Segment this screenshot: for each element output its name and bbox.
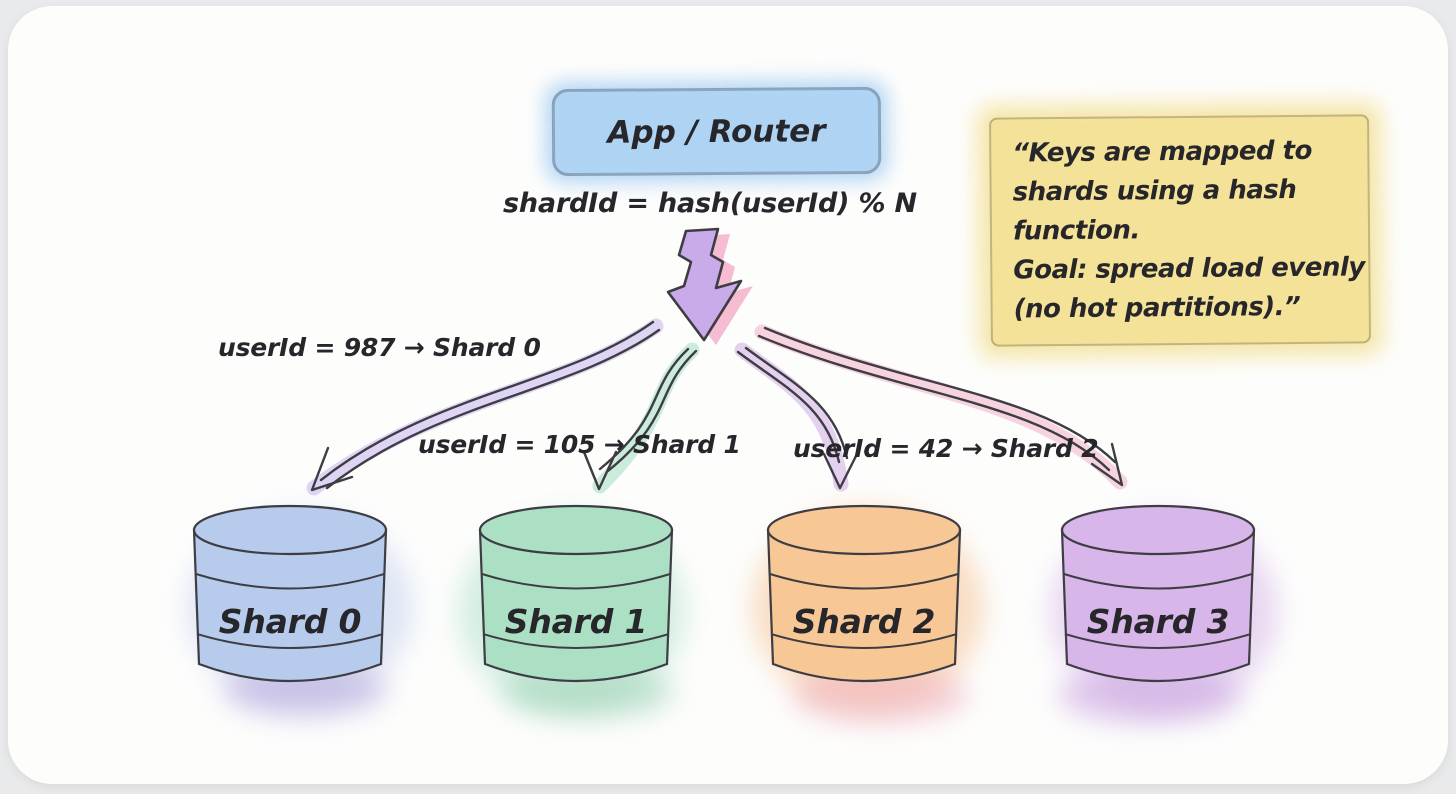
shard-2-shadow-blob <box>792 666 968 724</box>
arrow-to-shard-1-line <box>606 349 698 473</box>
shard-2-top <box>766 504 962 556</box>
shard-1-label: Shard 1 <box>504 602 648 641</box>
shard-0-separator <box>195 573 385 590</box>
arrow-to-shard-3 <box>754 324 1128 490</box>
arrow-to-shard-1 <box>582 342 700 494</box>
mapping-label-shard-1: userId = 105 → Shard 1 <box>418 430 741 459</box>
shard-1-top <box>478 504 674 556</box>
shard-2-separator <box>769 573 959 590</box>
shard-3-top <box>1060 504 1256 556</box>
arrow-to-shard-0-halo <box>306 318 664 496</box>
arrow-to-shard-1-halo <box>592 342 700 494</box>
arrow-to-shard-0-line <box>325 328 661 490</box>
arrow-to-shard-1-line <box>598 347 690 471</box>
arrow-to-shard-0-line <box>319 320 655 482</box>
hash-formula: shardId = hash(userId) % N <box>503 188 917 219</box>
arrow-to-shard-0-head <box>310 446 354 492</box>
arrow-to-shard-2-head <box>822 450 860 490</box>
shard-1-separator <box>482 633 670 649</box>
app-router-box: App / Router <box>551 86 882 177</box>
arrow-to-shard-3-line <box>763 326 1117 464</box>
shard-1-separator <box>481 573 671 590</box>
shard-1-cylinder <box>478 504 674 683</box>
arrow-to-shard-2-line <box>744 346 849 460</box>
arrow-to-shard-3-head <box>1090 442 1124 487</box>
arrow-to-shard-1-head <box>582 450 618 491</box>
shard-3-separator <box>1064 633 1252 649</box>
shard-2-cylinder <box>766 504 962 683</box>
mapping-label-shard-0: userId = 987 → Shard 0 <box>218 333 541 362</box>
arrow-to-shard-2-halo <box>734 342 849 492</box>
shard-0-cylinder <box>192 504 388 683</box>
arrow-to-shard-3-line <box>757 334 1111 472</box>
shard-2-label: Shard 2 <box>792 602 936 641</box>
arrow-to-shard-0 <box>306 318 664 496</box>
shard-0-top <box>192 504 388 556</box>
app-router-label: App / Router <box>607 112 826 151</box>
shard-0-separator <box>196 633 384 649</box>
annotation-note: “Keys are mapped to shards using a hash … <box>989 114 1371 347</box>
mapping-label-shard-2: userId = 42 → Shard 2 <box>793 434 1099 463</box>
arrow-to-shard-2-line <box>736 350 841 464</box>
main-routing-arrow <box>666 227 753 345</box>
main-arrow-body <box>666 227 743 342</box>
arrow-to-shard-2 <box>734 342 860 492</box>
shard-3-label: Shard 3 <box>1086 602 1230 641</box>
shard-3-cylinder <box>1060 504 1256 683</box>
shard-2-separator <box>770 633 958 649</box>
shard-0-label: Shard 0 <box>218 602 362 641</box>
shard-3-separator <box>1063 573 1253 590</box>
shard-3-shadow-blob <box>1058 666 1242 724</box>
